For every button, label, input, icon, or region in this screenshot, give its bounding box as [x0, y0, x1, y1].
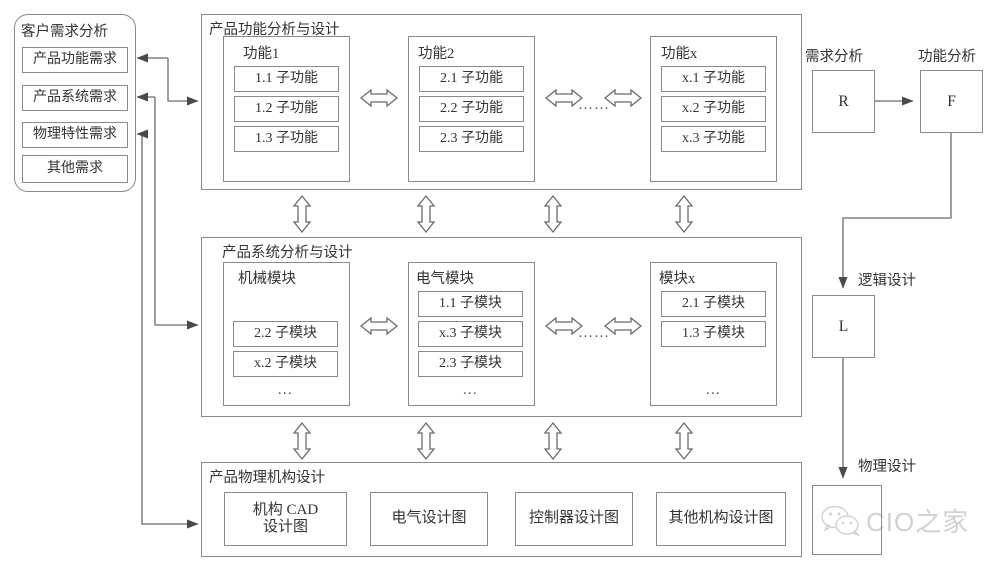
system-group-0-tail: …: [277, 382, 294, 398]
function-group-2-item-0[interactable]: x.1 子功能: [661, 66, 766, 92]
customer-item-0[interactable]: 产品功能需求: [22, 47, 128, 73]
right-flow-node-physical[interactable]: [812, 485, 882, 555]
right-flow-node-L[interactable]: L: [812, 295, 875, 358]
right-flow-node-F[interactable]: F: [920, 70, 983, 133]
double-arrow-f2s-0: [292, 194, 312, 234]
function-group-1-item-1[interactable]: 2.2 子功能: [419, 96, 524, 122]
system-group-1-item-0[interactable]: 1.1 子模块: [418, 291, 523, 317]
wire-physical-to-req2: [136, 129, 199, 529]
double-arrow-f2s-3: [674, 194, 694, 234]
double-arrow-s2p-1: [416, 421, 436, 461]
wire-F-to-L: [838, 133, 952, 289]
function-group-1-item-2[interactable]: 2.3 子功能: [419, 126, 524, 152]
double-arrow-s2p-0: [292, 421, 312, 461]
system-group-2-item-0[interactable]: 2.1 子模块: [661, 291, 766, 317]
right-flow-caption-0: 需求分析: [805, 49, 863, 65]
wire-function-to-req0: [136, 53, 199, 106]
function-group-0-item-2[interactable]: 1.3 子功能: [234, 126, 339, 152]
system-group-0-item-0[interactable]: 2.2 子模块: [233, 321, 338, 347]
physical-card-3[interactable]: 其他机构设计图: [656, 492, 786, 546]
system-section-ellipsis: ……: [578, 325, 610, 341]
right-flow-caption-1: 功能分析: [918, 49, 976, 65]
system-group-2-title: 模块x: [659, 271, 696, 287]
system-group-1-tail: …: [462, 382, 479, 398]
function-group-0-item-1[interactable]: 1.2 子功能: [234, 96, 339, 122]
system-group-0-title: 机械模块: [238, 271, 296, 287]
physical-card-1[interactable]: 电气设计图: [370, 492, 488, 546]
customer-requirements-title: 客户需求分析: [21, 24, 108, 40]
right-flow-caption-2: 逻辑设计: [858, 273, 916, 289]
wechat-icon: [821, 505, 861, 537]
function-group-2-item-1[interactable]: x.2 子功能: [661, 96, 766, 122]
right-flow-caption-3: 物理设计: [858, 459, 916, 475]
watermark-text: CIO之家: [866, 507, 970, 537]
double-arrow-f2s-1: [416, 194, 436, 234]
function-group-0-item-0[interactable]: 1.1 子功能: [234, 66, 339, 92]
system-section-title: 产品系统分析与设计: [222, 245, 353, 261]
system-group-1-item-2[interactable]: 2.3 子模块: [418, 351, 523, 377]
wire-system-to-req1: [136, 92, 199, 330]
double-arrow-s2p-2: [543, 421, 563, 461]
function-section-ellipsis: ……: [578, 97, 610, 113]
customer-item-3[interactable]: 其他需求: [22, 155, 128, 183]
watermark: CIO之家: [820, 502, 969, 539]
system-group-0-item-1[interactable]: x.2 子模块: [233, 351, 338, 377]
function-group-2-title: 功能x: [661, 46, 698, 62]
physical-card-2[interactable]: 控制器设计图: [515, 492, 633, 546]
system-group-1-item-1[interactable]: x.3 子模块: [418, 321, 523, 347]
physical-section-title: 产品物理机构设计: [209, 470, 325, 486]
double-arrow-s2p-3: [674, 421, 694, 461]
right-flow-node-R[interactable]: R: [812, 70, 875, 133]
function-group-2-item-2[interactable]: x.3 子功能: [661, 126, 766, 152]
customer-item-2[interactable]: 物理特性需求: [22, 122, 128, 148]
customer-item-1[interactable]: 产品系统需求: [22, 85, 128, 111]
function-group-1-title: 功能2: [418, 46, 455, 62]
function-group-0-title: 功能1: [243, 46, 280, 62]
system-group-2-item-1[interactable]: 1.3 子模块: [661, 321, 766, 347]
double-arrow-f2s-2: [543, 194, 563, 234]
system-group-1-title: 电气模块: [416, 271, 474, 287]
function-group-1-item-0[interactable]: 2.1 子功能: [419, 66, 524, 92]
function-section-title: 产品功能分析与设计: [209, 22, 340, 38]
system-group-2-tail: …: [705, 382, 722, 398]
physical-card-0[interactable]: 机构 CAD 设计图: [224, 492, 347, 546]
